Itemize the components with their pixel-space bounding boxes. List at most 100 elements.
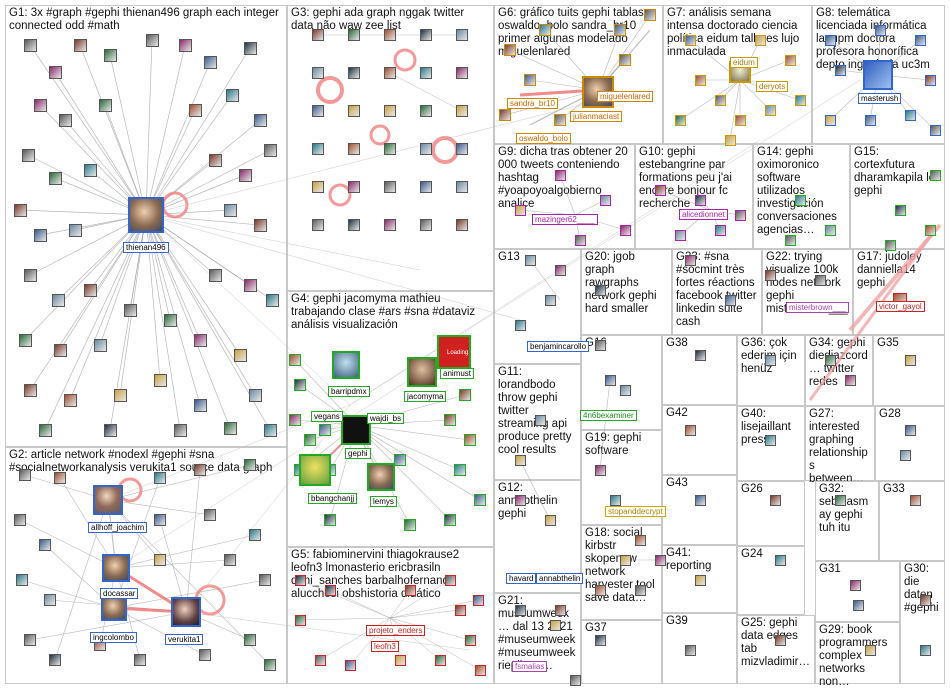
vertex-node	[348, 29, 360, 41]
vertex-node	[634, 534, 646, 546]
vertex-node	[904, 109, 916, 121]
vertex-label-deryots: deryots	[756, 81, 789, 92]
hub-node-verukita1	[171, 597, 201, 627]
vertex-node	[384, 219, 396, 231]
vertex-node	[289, 354, 301, 366]
group-g41-label: G41: reporting	[666, 547, 712, 572]
vertex-node	[694, 74, 706, 86]
vertex-label-alicedionnet: alicedionnet	[679, 209, 728, 220]
vertex-node	[464, 434, 476, 446]
vertex-node	[394, 654, 406, 666]
vertex-node	[163, 313, 177, 327]
vertex-node	[554, 264, 566, 276]
vertex-label-stopanddecrypt: stopanddecrypt	[605, 506, 666, 517]
hub-node-lemys	[367, 463, 395, 491]
vertex-node	[194, 464, 206, 476]
vertex-node	[574, 234, 586, 246]
vertex-node	[504, 44, 516, 56]
vertex-node	[178, 38, 192, 52]
vertex-node	[253, 218, 267, 232]
vertex-node	[289, 414, 301, 426]
vertex-node	[569, 674, 581, 686]
vertex-node	[619, 54, 631, 66]
vertex-node	[674, 229, 686, 241]
vertex-node	[19, 469, 31, 481]
vertex-node	[243, 41, 257, 55]
vertex-node	[784, 54, 796, 66]
vertex-node	[534, 414, 546, 426]
vertex-node	[694, 574, 706, 586]
vertex-node	[714, 94, 726, 106]
vertex-node	[472, 594, 484, 606]
vertex-node	[48, 65, 62, 79]
hub-node-jacomyma	[407, 357, 437, 387]
vertex-node	[456, 67, 468, 79]
vertex-node	[544, 514, 556, 526]
hub-node-masterush	[863, 60, 893, 90]
group-g42: G42	[662, 405, 737, 475]
vertex-node	[694, 349, 706, 361]
vertex-node	[263, 143, 277, 157]
vertex-node	[103, 423, 117, 437]
vertex-node	[734, 114, 746, 126]
group-g43: G43	[662, 475, 737, 545]
group-g26-label: G26	[741, 483, 763, 495]
vertex-node	[924, 224, 936, 236]
vertex-node	[684, 644, 696, 656]
vertex-node	[824, 224, 836, 236]
vertex-node	[208, 268, 222, 282]
vertex-node	[348, 67, 360, 79]
vertex-node	[324, 584, 336, 596]
vertex-label-masterush: masterush	[858, 93, 902, 104]
vertex-node	[764, 104, 776, 116]
vertex-node	[539, 24, 551, 36]
group-g39-label: G39	[666, 615, 688, 627]
vertex-node	[103, 48, 117, 62]
vertex-node	[153, 373, 167, 387]
vertex-node	[774, 554, 786, 566]
vertex-node	[764, 269, 776, 281]
hub-node-ingcolombo	[101, 595, 127, 621]
vertex-node	[454, 604, 466, 616]
vertex-node	[420, 219, 432, 231]
vertex-node	[384, 67, 396, 79]
vertex-node	[824, 34, 836, 46]
vertex-label-eidum: eidum	[730, 57, 758, 68]
hub-node-barripdmx	[332, 351, 360, 379]
vertex-node	[794, 194, 806, 206]
group-g21: G21: museumweek… dal 13 2021 #museumweek…	[494, 593, 581, 684]
vertex-node	[914, 34, 926, 46]
vertex-label-miguelenlared: miguelenlared	[597, 91, 654, 102]
vertex-node	[619, 384, 631, 396]
vertex-node	[259, 574, 271, 586]
vertex-label-wajdi-bs: wajdi_bs	[367, 413, 405, 424]
vertex-node	[348, 181, 360, 193]
vertex-node	[614, 24, 626, 36]
vertex-node	[244, 634, 256, 646]
vertex-label-vegans: vegans	[311, 411, 343, 422]
vertex-node	[14, 514, 26, 526]
vertex-label-thienan496: thienan496	[123, 242, 169, 253]
vertex-node	[48, 171, 62, 185]
vertex-node	[444, 414, 456, 426]
vertex-node	[344, 659, 356, 671]
vertex-node	[654, 554, 666, 566]
vertex-node	[233, 348, 247, 362]
vertex-node	[314, 654, 326, 666]
vertex-node	[456, 29, 468, 41]
vertex-node	[454, 464, 466, 476]
vertex-label-allhoff-joachim: allhoff_joachim	[88, 522, 148, 533]
vertex-node	[784, 234, 796, 246]
vertex-node	[794, 94, 806, 106]
vertex-node	[554, 114, 566, 126]
vertex-node	[134, 654, 146, 666]
group-g40-label: G40: lisejaillant press	[741, 408, 791, 446]
vertex-node	[243, 278, 257, 292]
group-g24: G24	[737, 546, 805, 615]
vertex-node	[394, 454, 406, 466]
vertex-node	[884, 239, 896, 251]
vertex-node	[294, 379, 306, 391]
vertex-node	[23, 383, 37, 397]
vertex-node	[849, 579, 861, 591]
